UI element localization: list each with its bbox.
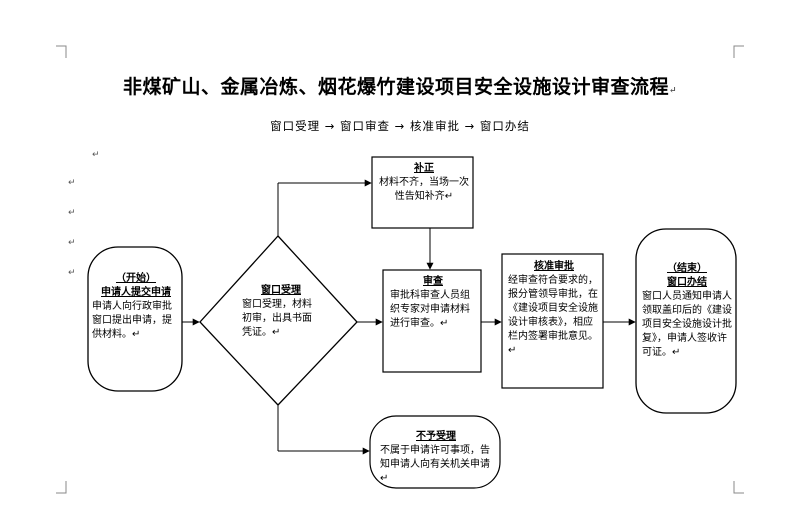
- review-node-body: 审批科审查人员组织专家对申请材料进行审查。↵: [390, 290, 470, 329]
- paragraph-mark: ↵: [68, 238, 76, 248]
- supplement-node: 补正 材料不齐，当场一次性告知补齐↵: [378, 162, 470, 204]
- approve-node-shape: [501, 253, 604, 389]
- approve-node-heading: 核准审批: [534, 261, 574, 272]
- end-node-heading: 窗口办结: [667, 277, 707, 288]
- paragraph-mark: ↵: [68, 208, 76, 218]
- start-node-shape: [87, 246, 183, 392]
- supplement-node-body: 材料不齐，当场一次性告知补齐↵: [379, 177, 469, 202]
- review-node: 审查 审批科审查人员组织专家对申请材料进行审查。↵: [390, 275, 476, 331]
- accept-node-heading: 窗口受理: [261, 285, 301, 296]
- start-node-pre: （开始）: [116, 273, 156, 284]
- paragraph-mark: ↵: [68, 268, 76, 278]
- end-node-body: 窗口人员通知申请人领取盖印后的《建设项目安全设施设计批复》，申请人签收许可证。↵: [642, 291, 732, 358]
- reject-node-body: 不属于申请许可事项，告知申请人向有关机关申请↵: [380, 445, 490, 484]
- start-node-body: 申请人向行政审批窗口提出申请，提供材料。↵: [92, 301, 172, 340]
- start-node: （开始） 申请人提交申请 申请人向行政审批窗口提出申请，提供材料。↵: [92, 272, 180, 342]
- page-subtitle: 窗口受理 → 窗口审查 → 核准审批 → 窗口办结: [270, 119, 530, 133]
- approve-node-body: 经审查符合要求的，报分管领导审批，在《建设项目安全设施设计审核表》，相应栏内签署…: [508, 275, 598, 356]
- reject-node-shape: [369, 415, 501, 489]
- start-node-heading: 申请人提交申请: [101, 287, 171, 298]
- end-node-pre: （结束）: [667, 263, 707, 274]
- end-node-shape: [635, 228, 737, 414]
- approve-node: 核准审批 经审查符合要求的，报分管领导审批，在《建设项目安全设施设计审核表》，相…: [508, 260, 600, 358]
- review-node-shape: [382, 269, 482, 373]
- accept-node-body: 窗口受理，材料初审，出具书面凭证。↵: [242, 299, 312, 338]
- end-node: （结束） 窗口办结 窗口人员通知申请人领取盖印后的《建设项目安全设施设计批复》，…: [642, 262, 732, 360]
- paragraph-mark: ↵: [68, 178, 76, 188]
- accept-node: 窗口受理 窗口受理，材料初审，出具书面凭证。↵: [242, 284, 320, 340]
- paragraph-mark: ↵: [92, 150, 100, 160]
- supplement-node-heading: 补正: [414, 163, 434, 174]
- reject-node-heading: 不予受理: [416, 431, 456, 442]
- reject-node: 不予受理 不属于申请许可事项，告知申请人向有关机关申请↵: [380, 430, 492, 486]
- supplement-node-shape: [371, 156, 474, 229]
- review-node-heading: 审查: [423, 276, 443, 287]
- title-paragraph-mark: ↵: [668, 86, 678, 96]
- page-title-text: 非煤矿山、金属冶炼、烟花爆竹建设项目安全设施设计审查流程: [122, 76, 669, 98]
- page-title: 非煤矿山、金属冶炼、烟花爆竹建设项目安全设施设计审查流程↵: [0, 72, 800, 99]
